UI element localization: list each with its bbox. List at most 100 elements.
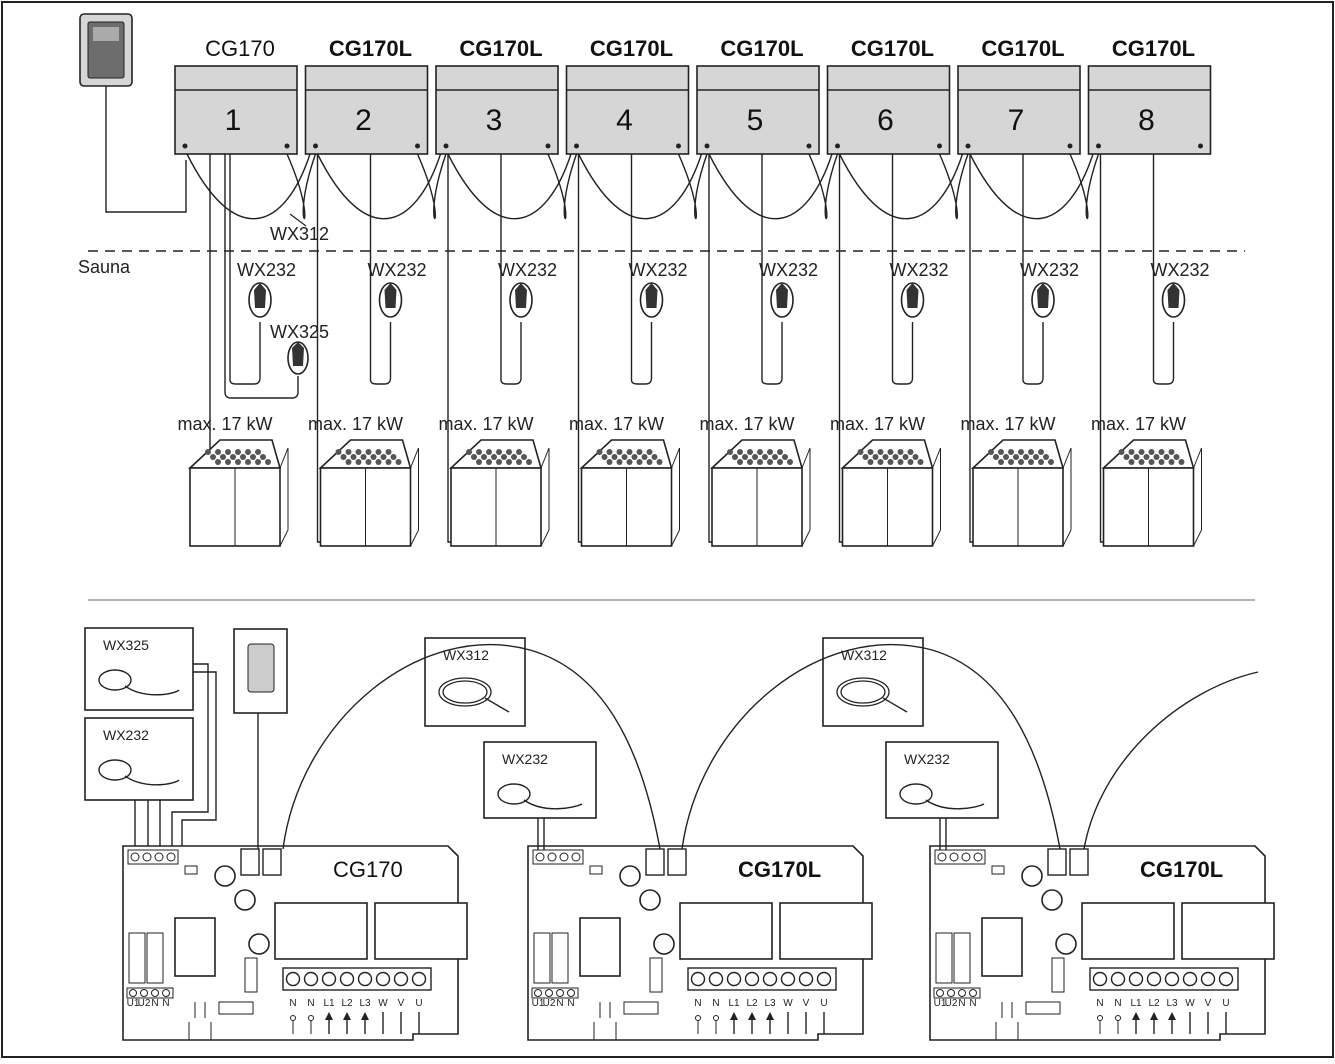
unit-number: 1 [225, 104, 242, 137]
svg-text:N: N [307, 998, 314, 1009]
unit-model-label: CG170L [1112, 36, 1195, 61]
heater-power-label: max. 17 kW [177, 414, 272, 434]
sensor-label: WX232 [237, 260, 296, 280]
svg-text:WX232: WX232 [103, 727, 149, 743]
svg-text:W: W [783, 998, 793, 1009]
unit-model-label: CG170L [329, 36, 412, 61]
sensor-icon [900, 282, 925, 318]
extra-sensor-label: WX325 [270, 322, 329, 342]
svg-text:N: N [567, 998, 574, 1009]
svg-text:WX232: WX232 [904, 751, 950, 767]
sensor-label: WX232 [368, 260, 427, 280]
sensor-label: WX232 [498, 260, 557, 280]
sensor-label: WX232 [629, 260, 688, 280]
unit-number: 7 [1008, 104, 1025, 137]
sensor-icon [639, 282, 664, 318]
extra-sensor-icon [287, 341, 309, 375]
sensor-box-wx232: WX232 [483, 741, 597, 819]
svg-text:L1: L1 [323, 998, 335, 1009]
svg-text:L2: L2 [746, 998, 758, 1009]
svg-text:WX232: WX232 [502, 751, 548, 767]
unit-model-label: CG170L [981, 36, 1064, 61]
svg-text:N: N [958, 998, 965, 1009]
unit-model-label: CG170 [205, 36, 275, 61]
svg-text:U2: U2 [543, 998, 556, 1009]
svg-text:N: N [694, 998, 701, 1009]
unit-model-label: CG170L [459, 36, 542, 61]
sensor-icon [1161, 282, 1186, 318]
svg-text:W: W [1185, 998, 1195, 1009]
heater-icon [970, 439, 1072, 547]
unit-number: 8 [1138, 104, 1155, 137]
unit-number: 6 [877, 104, 894, 137]
control-panel-box [233, 628, 288, 714]
sensor-label: WX232 [890, 260, 949, 280]
svg-text:V: V [803, 998, 810, 1009]
unit-model-label: CG170L [590, 36, 673, 61]
svg-text:U: U [1222, 998, 1229, 1009]
svg-text:WX312: WX312 [443, 647, 489, 663]
heater-power-label: max. 17 kW [960, 414, 1055, 434]
svg-text:N: N [151, 998, 158, 1009]
svg-text:U: U [415, 998, 422, 1009]
svg-text:U2: U2 [945, 998, 958, 1009]
unit-number: 2 [355, 104, 372, 137]
sensor-icon [248, 282, 272, 318]
heater-power-label: max. 17 kW [308, 414, 403, 434]
svg-text:L1: L1 [728, 998, 740, 1009]
sensor-icon [378, 282, 403, 318]
svg-text:L1: L1 [1130, 998, 1142, 1009]
heater-power-label: max. 17 kW [830, 414, 925, 434]
board-title: CG170L [738, 857, 821, 882]
svg-text:U1: U1 [934, 998, 947, 1009]
svg-text:V: V [1205, 998, 1212, 1009]
heater-icon [187, 439, 289, 547]
svg-text:L2: L2 [341, 998, 353, 1009]
sensor-box-wx325: WX325 [84, 627, 194, 711]
svg-text:U1: U1 [532, 998, 545, 1009]
heater-icon [840, 439, 941, 547]
heater-icon [709, 439, 811, 547]
svg-text:N: N [556, 998, 563, 1009]
heater-icon [579, 439, 680, 547]
svg-text:V: V [398, 998, 405, 1009]
cable-box-wx312: WX312 [822, 637, 924, 727]
heater-icon [318, 439, 419, 547]
svg-text:U1: U1 [127, 998, 140, 1009]
unit-model-label: CG170L [720, 36, 803, 61]
heater-power-label: max. 17 kW [699, 414, 794, 434]
svg-text:L3: L3 [359, 998, 371, 1009]
svg-text:N: N [1114, 998, 1121, 1009]
cable-box-wx312: WX312 [424, 637, 526, 727]
sensor-box-wx232: WX232 [885, 741, 999, 819]
heater-icon [1101, 439, 1202, 547]
svg-text:N: N [1096, 998, 1103, 1009]
svg-text:N: N [289, 998, 296, 1009]
svg-text:N: N [162, 998, 169, 1009]
svg-text:L3: L3 [1166, 998, 1178, 1009]
svg-text:U2: U2 [138, 998, 151, 1009]
unit-number: 3 [486, 104, 503, 137]
heater-power-label: max. 17 kW [569, 414, 664, 434]
board-title: CG170L [1140, 857, 1223, 882]
svg-text:WX312: WX312 [841, 647, 887, 663]
svg-text:N: N [712, 998, 719, 1009]
svg-text:W: W [378, 998, 388, 1009]
sauna-label: Sauna [78, 257, 131, 277]
svg-text:N: N [969, 998, 976, 1009]
svg-text:U: U [820, 998, 827, 1009]
svg-text:L2: L2 [1148, 998, 1160, 1009]
cable-label-wx312: WX312 [270, 224, 329, 244]
